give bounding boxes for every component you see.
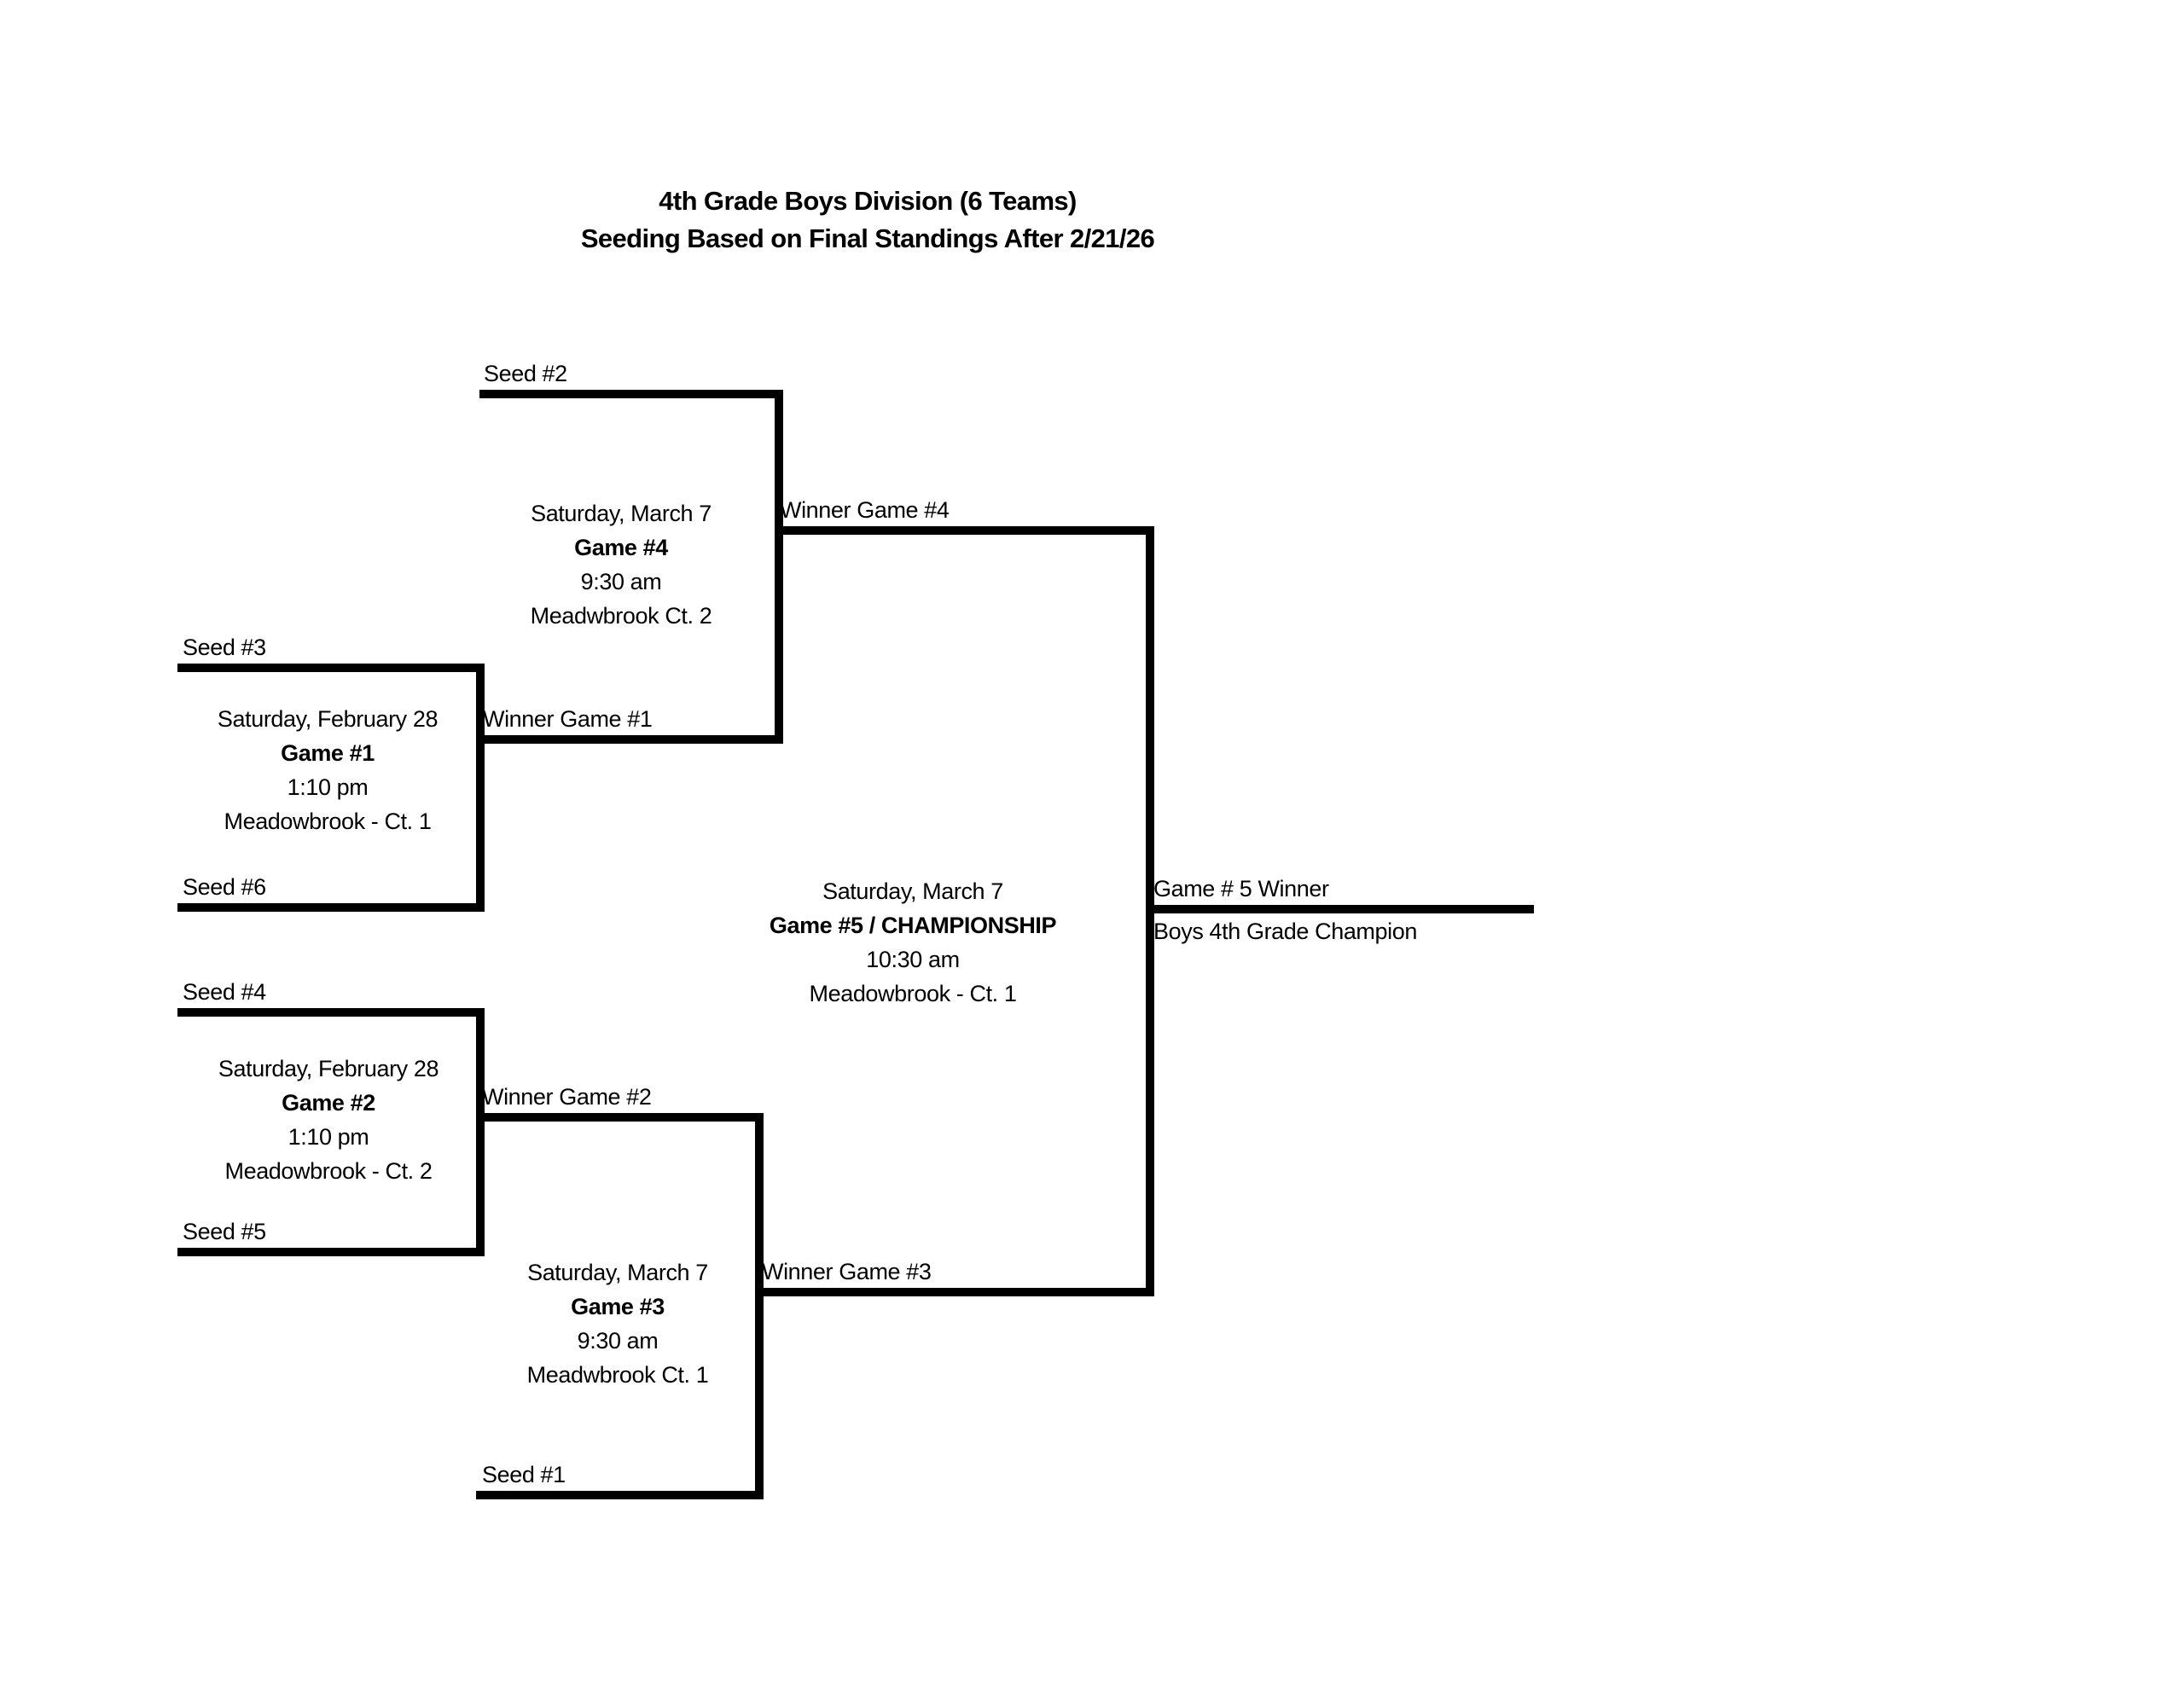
game5-winner-label: Game # 5 Winner xyxy=(1153,876,1329,901)
game2-time: 1:10 pm xyxy=(288,1124,369,1150)
game3-name: Game #3 xyxy=(571,1294,665,1319)
game2-date: Saturday, February 28 xyxy=(218,1056,439,1081)
game2-location: Meadowbrook - Ct. 2 xyxy=(224,1158,433,1184)
game1-info: Saturday, February 28 Game #1 1:10 pm Me… xyxy=(217,702,439,838)
seed3-label: Seed #3 xyxy=(183,635,266,660)
game5-name: Game #5 / CHAMPIONSHIP xyxy=(769,913,1057,938)
champion-slot-line xyxy=(1146,905,1534,913)
winner-game4-slot-line xyxy=(775,526,1154,535)
game5-info: Saturday, March 7 Game #5 / CHAMPIONSHIP… xyxy=(769,874,1057,1011)
game4-location: Meadwbrook Ct. 2 xyxy=(530,603,712,629)
game3-date: Saturday, March 7 xyxy=(527,1260,708,1285)
winner-game2-label: Winner Game #2 xyxy=(482,1084,652,1110)
game5-time: 10:30 am xyxy=(866,947,960,972)
seed5-slot-line xyxy=(177,1248,485,1256)
seed5-label: Seed #5 xyxy=(183,1219,266,1244)
champion-label: Boys 4th Grade Champion xyxy=(1153,919,1417,944)
game3-bracket-vertical xyxy=(755,1113,764,1499)
seed6-label: Seed #6 xyxy=(183,874,266,900)
game5-location: Meadowbrook - Ct. 1 xyxy=(809,981,1017,1006)
game2-info: Saturday, February 28 Game #2 1:10 pm Me… xyxy=(218,1052,439,1188)
page-subtitle: Seeding Based on Final Standings After 2… xyxy=(580,223,1155,253)
seed1-slot-line xyxy=(476,1491,764,1499)
winner-game1-slot-line xyxy=(476,735,783,744)
winner-game1-label: Winner Game #1 xyxy=(483,706,653,732)
winner-game2-slot-line xyxy=(476,1113,764,1122)
game3-time: 9:30 am xyxy=(577,1328,659,1354)
game3-location: Meadwbrook Ct. 1 xyxy=(526,1362,709,1388)
game1-name: Game #1 xyxy=(281,740,375,766)
game4-name: Game #4 xyxy=(574,535,668,560)
seed3-slot-line xyxy=(177,664,485,672)
game2-name: Game #2 xyxy=(282,1090,375,1116)
game4-time: 9:30 am xyxy=(580,569,662,594)
game1-date: Saturday, February 28 xyxy=(217,706,439,732)
seed2-slot-line xyxy=(479,390,783,398)
game2-bracket-vertical xyxy=(476,1008,485,1256)
winner-game3-slot-line xyxy=(755,1288,1154,1296)
seed6-slot-line xyxy=(177,903,485,912)
game4-bracket-vertical xyxy=(775,390,783,744)
page-title-block: 4th Grade Boys Division (6 Teams) Seedin… xyxy=(580,183,1155,258)
game5-date: Saturday, March 7 xyxy=(822,878,1003,904)
page-title: 4th Grade Boys Division (6 Teams) xyxy=(659,186,1077,216)
seed4-label: Seed #4 xyxy=(183,979,266,1005)
game4-date: Saturday, March 7 xyxy=(531,501,712,526)
winner-game4-label: Winner Game #4 xyxy=(780,497,950,523)
game1-time: 1:10 pm xyxy=(287,774,369,800)
game4-info: Saturday, March 7 Game #4 9:30 am Meadwb… xyxy=(531,496,712,633)
winner-game3-label: Winner Game #3 xyxy=(762,1259,932,1284)
seed2-label: Seed #2 xyxy=(484,361,567,386)
game1-location: Meadowbrook - Ct. 1 xyxy=(224,809,432,834)
game3-info: Saturday, March 7 Game #3 9:30 am Meadwb… xyxy=(527,1255,709,1392)
game1-bracket-vertical xyxy=(476,664,485,912)
seed4-slot-line xyxy=(177,1008,485,1017)
seed1-label: Seed #1 xyxy=(482,1462,566,1487)
